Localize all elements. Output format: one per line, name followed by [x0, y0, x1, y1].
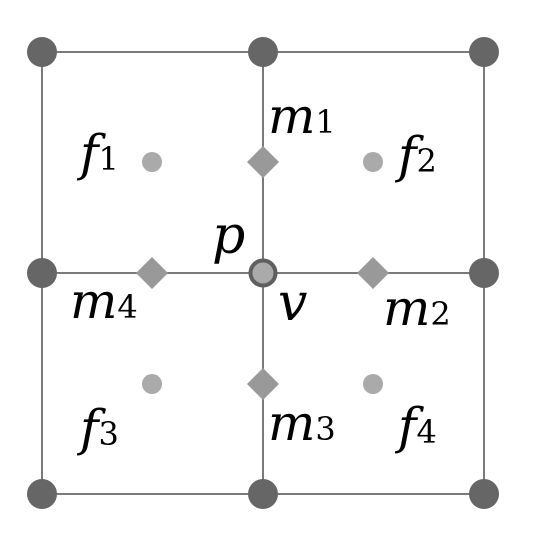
face-points — [142, 152, 383, 394]
face-point-f4 — [363, 374, 383, 394]
midpoint-m4 — [136, 257, 168, 289]
vertex — [469, 479, 499, 509]
label-m3: m3 — [268, 394, 336, 452]
vertex — [469, 258, 499, 288]
label-f1: f1 — [76, 124, 119, 182]
midpoint-m3 — [247, 368, 279, 400]
vertex — [248, 37, 278, 67]
vertex — [248, 479, 278, 509]
vertex — [469, 37, 499, 67]
label-m2: m2 — [383, 279, 451, 337]
center-vertex — [248, 258, 278, 288]
label-p: p — [212, 206, 245, 266]
face-point-f3 — [142, 374, 162, 394]
label-m4: m4 — [70, 272, 138, 330]
face-point-f2 — [363, 152, 383, 172]
vertex — [27, 37, 57, 67]
midpoint-m1 — [247, 146, 279, 178]
label-f2: f2 — [394, 126, 437, 184]
label-m1: m1 — [268, 87, 336, 145]
vertex — [27, 258, 57, 288]
edge-midpoints — [136, 146, 389, 400]
vertices — [27, 37, 499, 509]
label-v: v — [278, 273, 307, 333]
label-f3: f3 — [76, 399, 119, 457]
face-point-f1 — [142, 152, 162, 172]
vertex — [27, 479, 57, 509]
midpoint-m2 — [357, 257, 389, 289]
label-f4: f4 — [394, 397, 437, 455]
